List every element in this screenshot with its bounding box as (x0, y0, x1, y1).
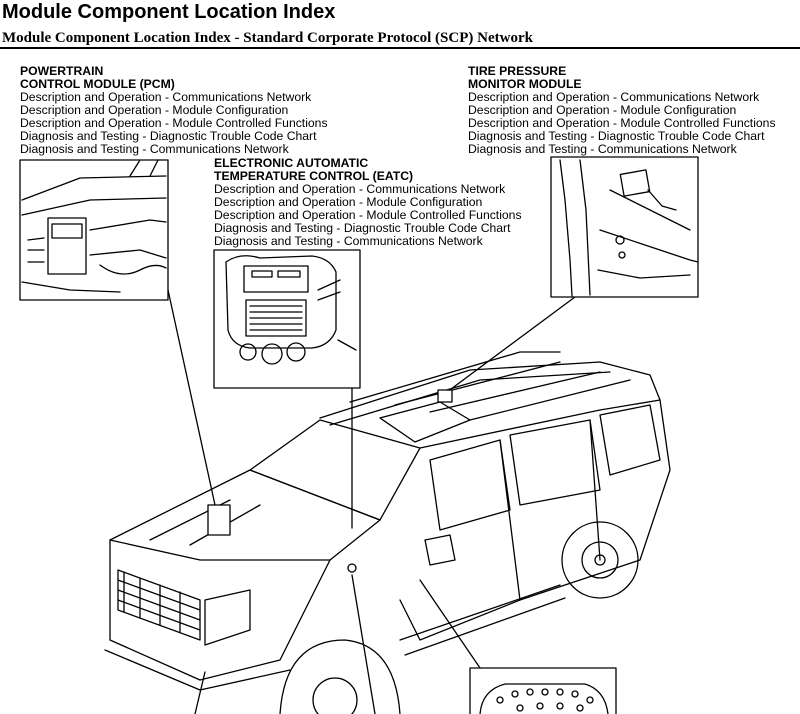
eatc-link-module-configuration[interactable]: Description and Operation - Module Confi… (214, 195, 483, 209)
eatc-link-module-controlled-functions[interactable]: Description and Operation - Module Contr… (214, 208, 522, 222)
eatc-heading-line-2: TEMPERATURE CONTROL (EATC) (214, 169, 414, 183)
eatc-module-marker (347, 563, 357, 573)
page-title: Module Component Location Index (2, 1, 336, 23)
tpm-heading-line-2: MONITOR MODULE (468, 77, 582, 91)
bottom-leader-line-right (419, 579, 481, 669)
pcm-link-module-controlled-functions[interactable]: Description and Operation - Module Contr… (20, 116, 328, 130)
pcm-heading-line-1: POWERTRAIN (20, 64, 104, 78)
tpm-detail-inset (550, 156, 699, 298)
eatc-link-dtc-chart[interactable]: Diagnosis and Testing - Diagnostic Troub… (214, 221, 511, 235)
eatc-link-diag-communications-network[interactable]: Diagnosis and Testing - Communications N… (214, 234, 483, 248)
page-subtitle: Module Component Location Index - Standa… (2, 30, 533, 46)
eatc-detail-inset (213, 249, 361, 389)
pcm-link-module-configuration[interactable]: Description and Operation - Module Confi… (20, 103, 289, 117)
bottom-leader-line-center (351, 574, 376, 714)
pcm-link-dtc-chart[interactable]: Diagnosis and Testing - Diagnostic Troub… (20, 129, 317, 143)
tpm-link-module-configuration[interactable]: Description and Operation - Module Confi… (468, 103, 737, 117)
eatc-callout: ELECTRONIC AUTOMATIC TEMPERATURE CONTROL… (214, 157, 522, 248)
title-divider (0, 47, 800, 49)
pcm-link-communications-network[interactable]: Description and Operation - Communicatio… (20, 90, 312, 104)
tpm-link-communications-network[interactable]: Description and Operation - Communicatio… (468, 90, 760, 104)
pcm-link-diag-communications-network[interactable]: Diagnosis and Testing - Communications N… (20, 142, 289, 156)
pcm-callout: POWERTRAIN CONTROL MODULE (PCM) Descript… (20, 65, 328, 156)
pcm-detail-inset (19, 159, 169, 301)
instrument-cluster-inset (469, 667, 617, 714)
tpm-link-dtc-chart[interactable]: Diagnosis and Testing - Diagnostic Troub… (468, 129, 765, 143)
vehicle-outline (104, 351, 671, 714)
tpm-module-marker (437, 389, 453, 403)
bottom-leader-line-left (194, 671, 206, 714)
tpm-callout: TIRE PRESSURE MONITOR MODULE Description… (468, 65, 776, 156)
tpm-leader-line (446, 296, 576, 393)
pcm-leader-line (167, 289, 216, 506)
eatc-link-communications-network[interactable]: Description and Operation - Communicatio… (214, 182, 506, 196)
tpm-link-module-controlled-functions[interactable]: Description and Operation - Module Contr… (468, 116, 776, 130)
tpm-heading-line-1: TIRE PRESSURE (468, 64, 567, 78)
tpm-link-diag-communications-network[interactable]: Diagnosis and Testing - Communications N… (468, 142, 737, 156)
pcm-module-marker (207, 504, 231, 536)
pcm-heading-line-2: CONTROL MODULE (PCM) (20, 77, 175, 91)
eatc-heading-line-1: ELECTRONIC AUTOMATIC (214, 156, 369, 170)
